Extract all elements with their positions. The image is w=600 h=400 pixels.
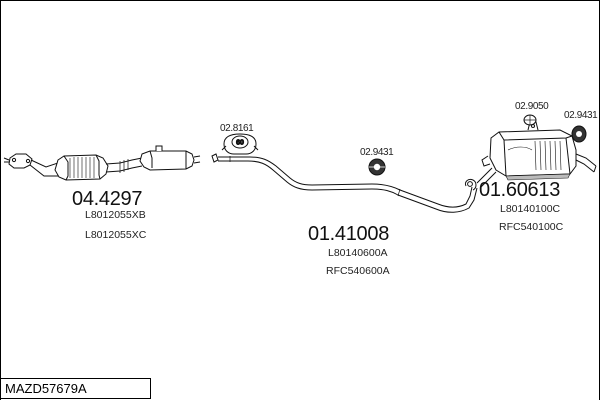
part-number-front: 04.4297: [72, 188, 142, 210]
front-resonator: [139, 145, 195, 171]
middle-pipe-assembly: [211, 153, 478, 213]
hanger-rear-left-icon: [523, 114, 537, 126]
hanger-middle-number: 02.9431: [360, 147, 394, 158]
hanger-rear-right-number: 02.9431: [564, 110, 598, 121]
front-flange: [3, 153, 33, 169]
part-number-rear: 01.60613: [479, 179, 560, 201]
frame-left-border: [0, 0, 1, 400]
part-ref-middle-2: RFC540600A: [326, 265, 390, 277]
part-ref-middle-1: L80140600A: [328, 247, 388, 259]
rear-silencer-body: [489, 129, 577, 181]
diagram-code-box: MAZD57679A: [0, 378, 151, 399]
hanger-rear-right-icon: [571, 125, 587, 143]
rear-silencer-assembly: [476, 121, 597, 188]
clamp-gasket-number: 02.8161: [220, 123, 254, 134]
part-number-middle: 01.41008: [308, 223, 389, 245]
diagram-code: MAZD57679A: [5, 381, 87, 396]
part-ref-front-2: L8012055XC: [85, 229, 147, 241]
clamp-gasket-icon: 60: [221, 133, 259, 155]
frame-top-border: [0, 0, 600, 1]
part-ref-rear-2: RFC540100C: [499, 221, 564, 233]
catalytic-body: [54, 154, 109, 181]
clamp-gasket-badge: 60: [236, 140, 244, 147]
part-ref-rear-1: L80140100C: [500, 203, 561, 215]
hanger-rear-left-number: 02.9050: [515, 101, 549, 112]
part-ref-front-1: L8012055XB: [85, 209, 146, 221]
front-catalytic-assembly: [3, 145, 201, 181]
hanger-middle-icon: [368, 158, 386, 176]
